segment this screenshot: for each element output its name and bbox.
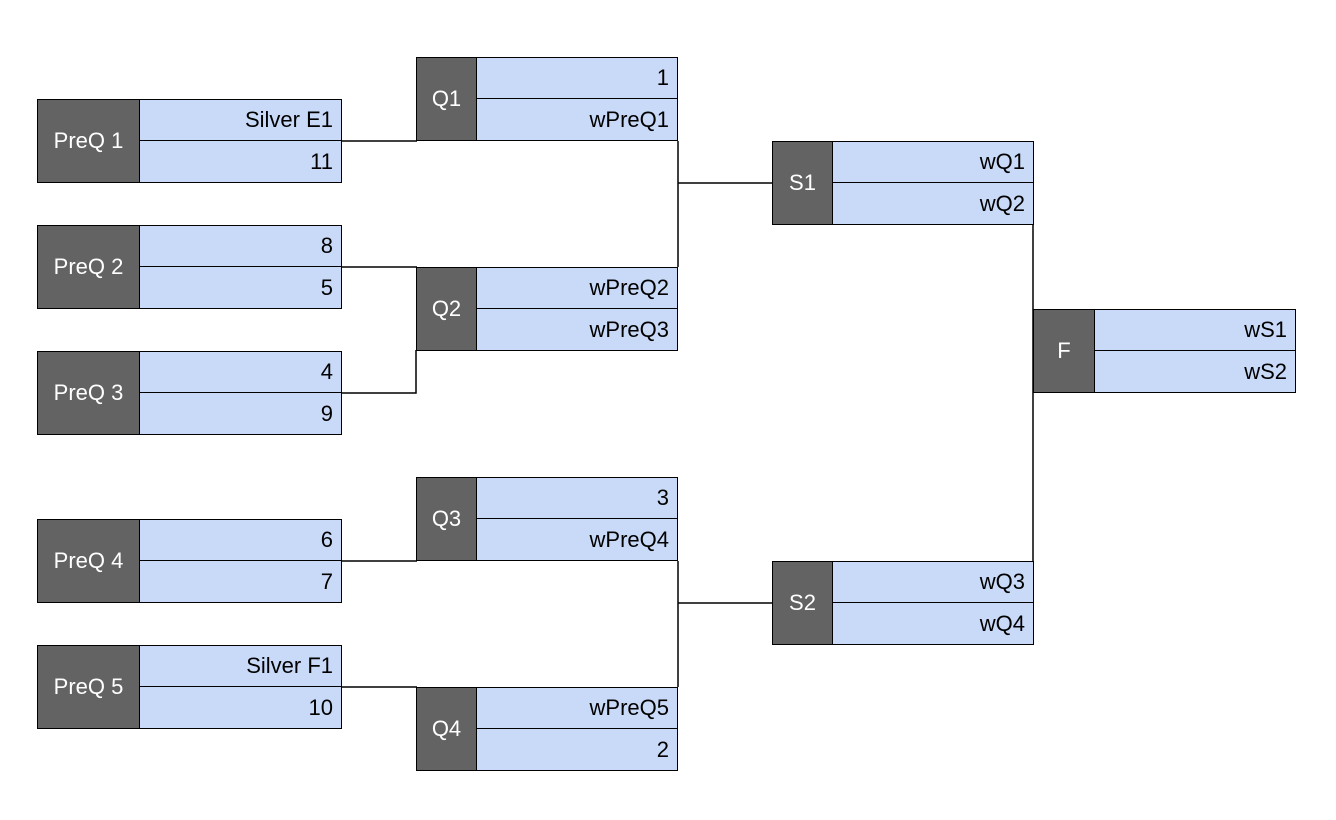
slot-bottom: 7 bbox=[140, 561, 342, 603]
match-final: F wS1 wS2 bbox=[1033, 309, 1296, 393]
match-preq3: PreQ 3 4 9 bbox=[37, 351, 342, 435]
match-label: Q3 bbox=[416, 477, 477, 561]
slot-bottom: 9 bbox=[140, 393, 342, 435]
slot-top: Silver E1 bbox=[140, 99, 342, 141]
match-label: Q1 bbox=[416, 57, 477, 141]
match-s2: S2 wQ3 wQ4 bbox=[772, 561, 1034, 645]
match-preq5: PreQ 5 Silver F1 10 bbox=[37, 645, 342, 729]
slot-top: 3 bbox=[477, 477, 678, 519]
match-label: S1 bbox=[772, 141, 833, 225]
match-q1: Q1 1 wPreQ1 bbox=[416, 57, 678, 141]
match-label: PreQ 3 bbox=[37, 351, 140, 435]
slot-bottom: wS2 bbox=[1095, 351, 1296, 393]
slot-top: Silver F1 bbox=[140, 645, 342, 687]
slot-bottom: 11 bbox=[140, 141, 342, 183]
match-label: S2 bbox=[772, 561, 833, 645]
slot-bottom: wQ4 bbox=[833, 603, 1034, 645]
slot-top: 6 bbox=[140, 519, 342, 561]
slot-bottom: 10 bbox=[140, 687, 342, 729]
slot-top: 4 bbox=[140, 351, 342, 393]
match-q4: Q4 wPreQ5 2 bbox=[416, 687, 678, 771]
slot-top: 8 bbox=[140, 225, 342, 267]
match-label: PreQ 1 bbox=[37, 99, 140, 183]
slot-bottom: wPreQ3 bbox=[477, 309, 678, 351]
slot-top: wQ3 bbox=[833, 561, 1034, 603]
slot-top: wS1 bbox=[1095, 309, 1296, 351]
slot-bottom: wQ2 bbox=[833, 183, 1034, 225]
match-label: Q2 bbox=[416, 267, 477, 351]
match-label: PreQ 5 bbox=[37, 645, 140, 729]
match-label: F bbox=[1033, 309, 1095, 393]
match-q2: Q2 wPreQ2 wPreQ3 bbox=[416, 267, 678, 351]
match-label: PreQ 4 bbox=[37, 519, 140, 603]
slot-top: wPreQ5 bbox=[477, 687, 678, 729]
match-label: PreQ 2 bbox=[37, 225, 140, 309]
slot-bottom: 2 bbox=[477, 729, 678, 771]
match-label: Q4 bbox=[416, 687, 477, 771]
connector-preq3-q2 bbox=[342, 350, 417, 394]
match-preq1: PreQ 1 Silver E1 11 bbox=[37, 99, 342, 183]
match-s1: S1 wQ1 wQ2 bbox=[772, 141, 1034, 225]
slot-bottom: wPreQ1 bbox=[477, 99, 678, 141]
slot-top: wQ1 bbox=[833, 141, 1034, 183]
slot-bottom: wPreQ4 bbox=[477, 519, 678, 561]
match-preq4: PreQ 4 6 7 bbox=[37, 519, 342, 603]
slot-bottom: 5 bbox=[140, 267, 342, 309]
match-preq2: PreQ 2 8 5 bbox=[37, 225, 342, 309]
slot-top: wPreQ2 bbox=[477, 267, 678, 309]
slot-top: 1 bbox=[477, 57, 678, 99]
match-q3: Q3 3 wPreQ4 bbox=[416, 477, 678, 561]
